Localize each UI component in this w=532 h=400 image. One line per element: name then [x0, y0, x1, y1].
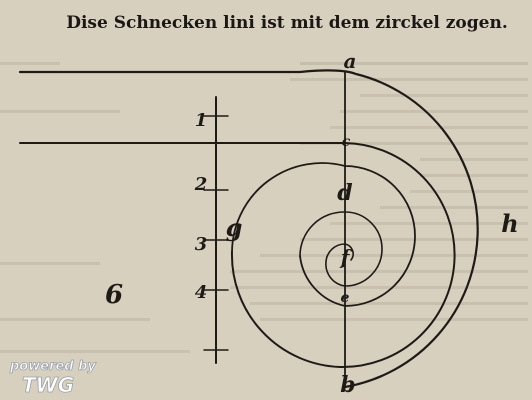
- middle-spiral-arc: [230, 142, 456, 369]
- label-g: g: [226, 213, 243, 242]
- label-h: h: [501, 209, 518, 238]
- label-e: e: [341, 290, 350, 306]
- watermark-logo: powered by TWG: [9, 359, 97, 398]
- label-f: f: [339, 245, 353, 269]
- label-b: b: [340, 372, 355, 398]
- label-c: c: [342, 134, 351, 150]
- label-4: 4: [195, 282, 208, 303]
- inner-spiral-arc: [231, 162, 416, 307]
- label-a: a: [344, 49, 357, 73]
- diagram-labels: a b c d e f g h 1 2 3 4 6: [105, 49, 519, 398]
- watermark-line-2: TWG: [22, 373, 74, 397]
- outer-spiral-arc: [18, 69, 479, 389]
- label-1: 1: [195, 110, 208, 131]
- watermark-line-1: powered by: [9, 359, 96, 374]
- label-3: 3: [195, 234, 208, 255]
- bleed-through-text: [0, 62, 528, 353]
- diagram-lines: [18, 69, 479, 389]
- innermost-spiral-curl: [299, 211, 383, 287]
- label-d: d: [337, 180, 352, 206]
- diagram-caption: Dise Schnecken lini ist mit dem zirckel …: [66, 13, 508, 33]
- label-6: 6: [105, 280, 123, 310]
- label-2: 2: [194, 174, 208, 195]
